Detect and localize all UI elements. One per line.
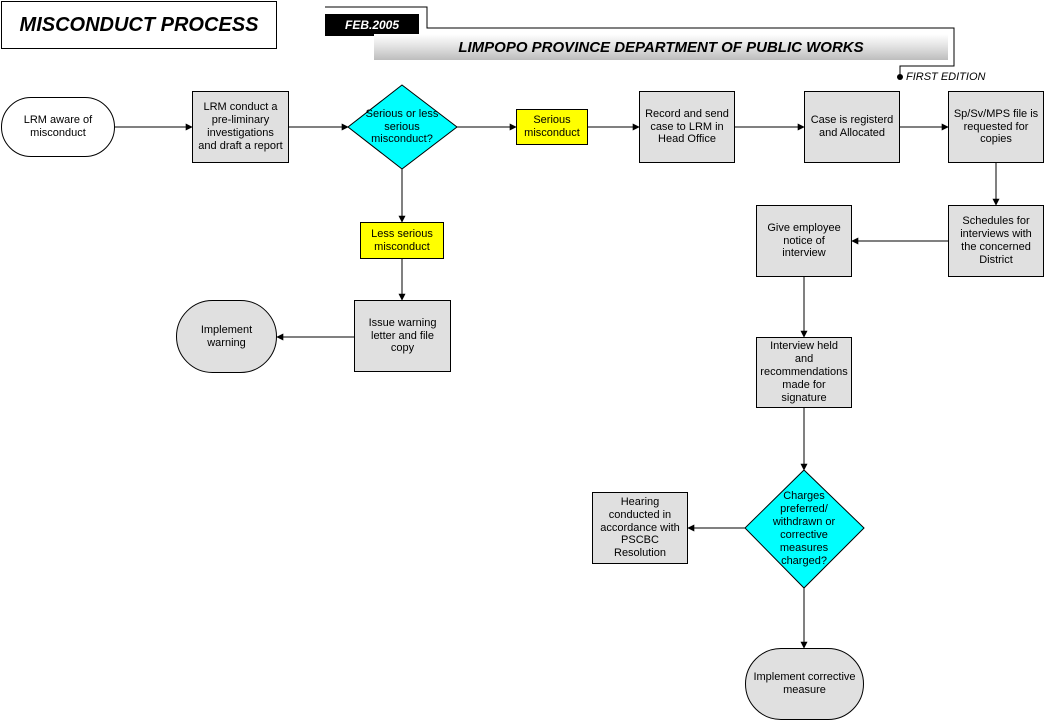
- serious-misconduct-box: Serious misconduct: [516, 109, 588, 145]
- header-frame-line: [325, 6, 955, 76]
- date-badge: FEB.2005: [325, 14, 419, 36]
- edition-label: FIRST EDITION: [906, 71, 986, 83]
- case-registered-step: Case is registerd and Allocated: [804, 91, 900, 163]
- interview-step: Interview held and recommendations made …: [756, 337, 852, 408]
- less-serious-misconduct-box: Less serious misconduct: [360, 222, 444, 259]
- department-banner: LIMPOPO PROVINCE DEPARTMENT OF PUBLIC WO…: [374, 34, 948, 60]
- decision-diamond-1: [347, 84, 458, 170]
- issue-warning-step: Issue warning letter and file copy: [354, 300, 451, 372]
- decision-1-label: Serious or less serious misconduct?: [365, 107, 439, 146]
- hearing-step: Hearing conducted in accordance with PSC…: [592, 492, 688, 564]
- start-terminal: LRM aware of misconduct: [1, 97, 115, 157]
- investigate-step: LRM conduct a pre-liminary investigation…: [192, 91, 289, 163]
- page-title: MISCONDUCT PROCESS: [1, 1, 277, 49]
- implement-warning-terminal: Implement warning: [176, 300, 277, 373]
- decision-2-label: Charges preferred/ withdrawn or correcti…: [772, 490, 836, 567]
- decision-diamond-2: [744, 469, 865, 589]
- record-send-step: Record and send case to LRM in Head Offi…: [639, 91, 735, 163]
- notice-step: Give employee notice of interview: [756, 205, 852, 277]
- implement-corrective-terminal: Implement corrective measure: [745, 648, 864, 720]
- schedules-step: Schedules for interviews with the concer…: [948, 205, 1044, 277]
- file-requested-step: Sp/Sv/MPS file is requested for copies: [948, 91, 1044, 163]
- edition-bullet: [897, 74, 903, 80]
